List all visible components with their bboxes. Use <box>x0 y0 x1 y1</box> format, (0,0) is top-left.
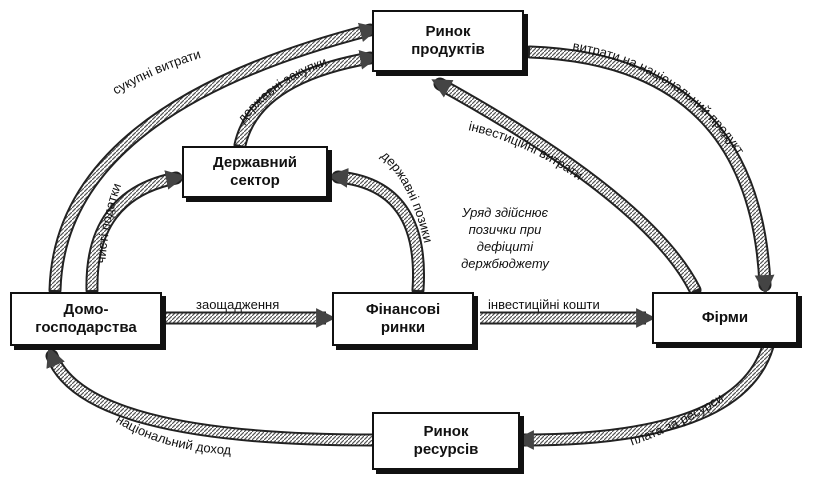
arrow-total-spending <box>48 22 380 297</box>
node-resource-market: Ринок ресурсів <box>372 412 520 470</box>
arrow-net-taxes <box>85 170 186 297</box>
node-financial-markets-label: Фінансові ринки <box>365 301 441 336</box>
node-firms-label: Фірми <box>701 309 749 326</box>
node-financial-markets: Фінансові ринки <box>332 292 474 346</box>
node-households-label: Домо- господарства <box>35 301 137 336</box>
arrow-government-purchases <box>233 49 380 152</box>
node-government-sector-label: Державний сектор <box>212 154 298 189</box>
label-net-taxes: чисті податки <box>93 181 124 264</box>
node-product-market: Ринок продуктів <box>372 10 524 72</box>
node-firms: Фірми <box>652 292 798 344</box>
node-government-sector: Державний сектор <box>182 146 328 198</box>
node-product-market-label: Ринок продуктів <box>411 23 485 58</box>
node-resource-market-label: Ринок ресурсів <box>413 423 479 458</box>
arrow-resource-payments <box>514 339 775 450</box>
arrow-national-product-spending <box>523 45 775 295</box>
arrow-investment-spending <box>431 77 702 297</box>
deficit-note: Уряд здійснює позички при дефіциті держб… <box>461 205 549 271</box>
label-resource-payments: плата за ресурси <box>628 390 726 448</box>
node-households: Домо- господарства <box>10 292 162 346</box>
label-savings: заощадження <box>196 297 279 312</box>
arrow-national-income <box>45 346 379 447</box>
label-total-spending: сукупні витрати <box>110 46 203 97</box>
label-investment-funds: інвестиційні кошти <box>488 297 600 312</box>
arrow-government-borrowing <box>328 168 426 297</box>
flow-arrows <box>45 22 775 450</box>
